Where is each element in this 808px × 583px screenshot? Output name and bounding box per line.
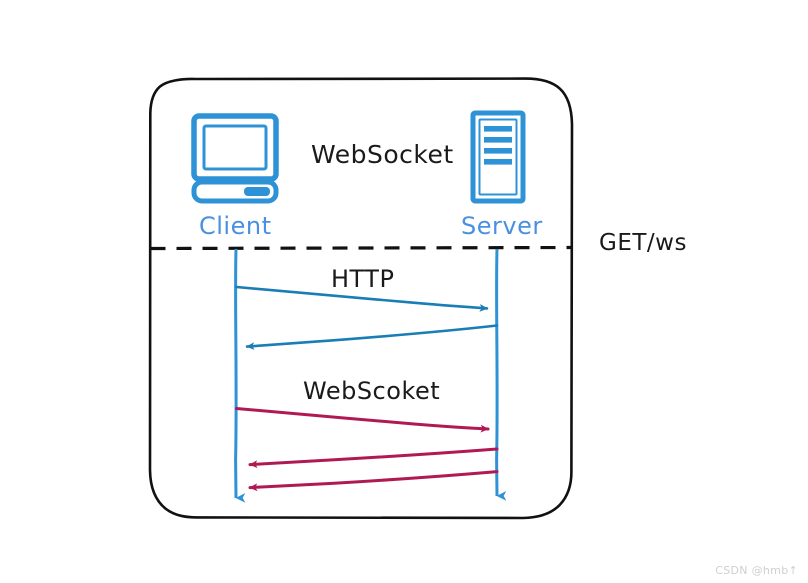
handshake-dashed-divider: [150, 245, 572, 251]
client-lifeline: [234, 248, 246, 503]
server-tower-icon: [470, 110, 526, 204]
http-message-request: [235, 285, 489, 312]
desktop-computer-icon: [191, 113, 279, 204]
diagram-container-box: [148, 77, 574, 520]
diagram-title-websocket: WebSocket: [311, 140, 454, 169]
websocket-message-3: [248, 470, 499, 492]
http-phase-label: HTTP: [331, 265, 395, 293]
server-node-label: Server: [461, 212, 543, 240]
websocket-message-1: [235, 407, 490, 433]
websocket-message-2: [248, 447, 499, 469]
websocket-phase-label: WebScoket: [303, 377, 441, 405]
client-node-label: Client: [199, 212, 272, 240]
server-lifeline: [495, 248, 507, 501]
csdn-watermark: CSDN @hmb↑: [715, 564, 798, 577]
http-message-response: [245, 324, 499, 350]
get-ws-request-label: GET/ws: [599, 230, 687, 256]
